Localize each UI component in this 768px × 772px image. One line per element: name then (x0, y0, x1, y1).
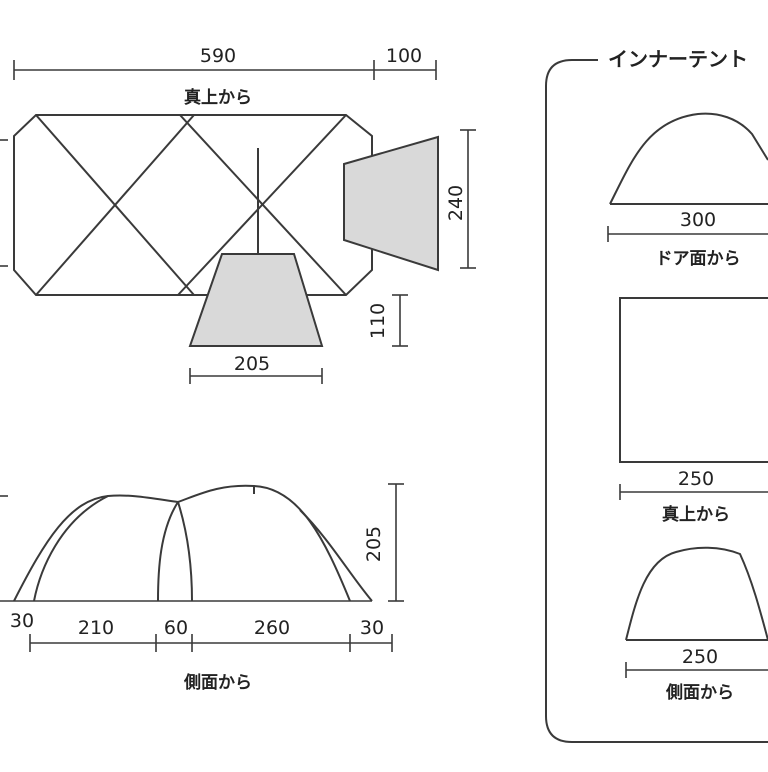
side-dim-0: 30 (10, 610, 34, 632)
inner-door-view-shape (609, 112, 768, 205)
side-view: 205 30 210 60 260 30 側面から (0, 483, 404, 693)
top-view-caption: 真上から (184, 87, 252, 108)
side-dim-3: 260 (254, 617, 290, 639)
inner-side-view-shape (625, 546, 768, 641)
side-view-caption: 側面から (183, 672, 252, 693)
side-dim-2: 60 (164, 617, 188, 639)
side-dim-4: 30 (360, 617, 384, 639)
dim-vestibule-label: 110 (367, 303, 389, 339)
inner-top-caption: 真上から (662, 504, 730, 525)
inner-top-dim: 250 (678, 468, 714, 490)
side-height-dimension (388, 483, 404, 602)
inner-tent-title: インナーテント (608, 47, 748, 71)
pole-lines (35, 114, 347, 296)
top-view: 590 100 真上から 240 (0, 45, 476, 384)
inner-door-caption: ドア面から (656, 249, 741, 269)
side-dim-1: 210 (78, 617, 114, 639)
inner-tent-frame (545, 59, 768, 743)
dim-extension-label: 100 (386, 45, 422, 67)
inner-tent-panel: インナーテント 300 ドア面から 250 真上から 250 側面から (545, 47, 768, 743)
dim-vestibule-width-label: 205 (234, 353, 270, 375)
inner-side-caption: 側面から (665, 682, 734, 703)
vestibule-depth-dimension (392, 294, 408, 347)
inner-top-view-shape (619, 297, 768, 463)
side-length-dimension (29, 634, 393, 652)
vestibule-width-dimension (189, 368, 323, 384)
top-length-dimension (13, 60, 437, 80)
side-dim-height-label: 205 (363, 526, 385, 562)
front-vestibule (188, 253, 324, 347)
side-silhouette (13, 484, 351, 602)
inner-side-dim: 250 (682, 646, 718, 668)
dim-height-label: 240 (445, 185, 467, 221)
tent-body-outline (13, 114, 373, 296)
height-dimension (460, 129, 476, 269)
dim-length-label: 590 (200, 45, 236, 67)
inner-door-dim: 300 (680, 209, 716, 231)
right-vestibule (343, 135, 439, 272)
